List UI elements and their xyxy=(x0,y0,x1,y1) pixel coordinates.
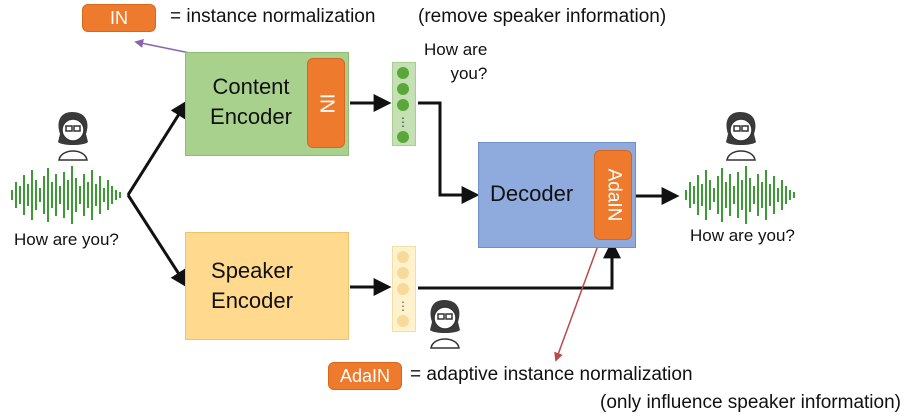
legend-in-text: = instance normalization xyxy=(170,6,376,27)
content-output-line1: How are xyxy=(424,40,488,59)
person-icon xyxy=(726,112,756,161)
svg-text:⋮: ⋮ xyxy=(397,115,409,129)
speaker-encoder-box xyxy=(185,232,349,340)
input-caption: How are you? xyxy=(14,230,119,249)
person-icon xyxy=(430,300,460,349)
legend-adain-tag-text: AdaIN xyxy=(339,365,391,386)
arrow-content-vector-to-decoder xyxy=(418,101,480,204)
speaker-encoder-label: Speaker Encoder xyxy=(196,256,308,316)
decoder-adain-tag: AdaIN xyxy=(594,150,632,240)
legend-in-tag-text: IN xyxy=(110,7,128,28)
content-encoder-line2: Encoder xyxy=(210,104,292,129)
content-encoder-line1: Content xyxy=(212,74,290,99)
legend-in-tag: IN xyxy=(82,4,156,32)
speaker-encoder-line1: Speaker xyxy=(211,258,293,283)
content-in-tag: IN xyxy=(307,58,345,148)
content-output-line2: you? xyxy=(450,64,488,83)
arrow-speaker-vector-to-adain xyxy=(418,240,621,290)
arrow-input-to-speaker xyxy=(126,194,188,289)
output-caption: How are you? xyxy=(690,226,795,245)
decoder-label: Decoder xyxy=(490,181,574,206)
legend-adain-text: = adaptive instance normalization xyxy=(410,364,693,385)
arrow-input-to-content xyxy=(126,99,188,196)
svg-text:⋮: ⋮ xyxy=(397,299,409,313)
legend-adain-note: (only influence speaker information) xyxy=(600,392,901,413)
content-output-label: How are you? xyxy=(424,38,487,86)
legend-adain-tag: AdaIN xyxy=(328,362,402,390)
pointer-adain-legend xyxy=(554,239,601,362)
content-encoder-label: Content Encoder xyxy=(196,72,306,132)
legend-in-note: (remove speaker information) xyxy=(418,6,667,27)
person-icon xyxy=(58,112,88,161)
speaker-encoder-line2: Encoder xyxy=(211,288,293,313)
